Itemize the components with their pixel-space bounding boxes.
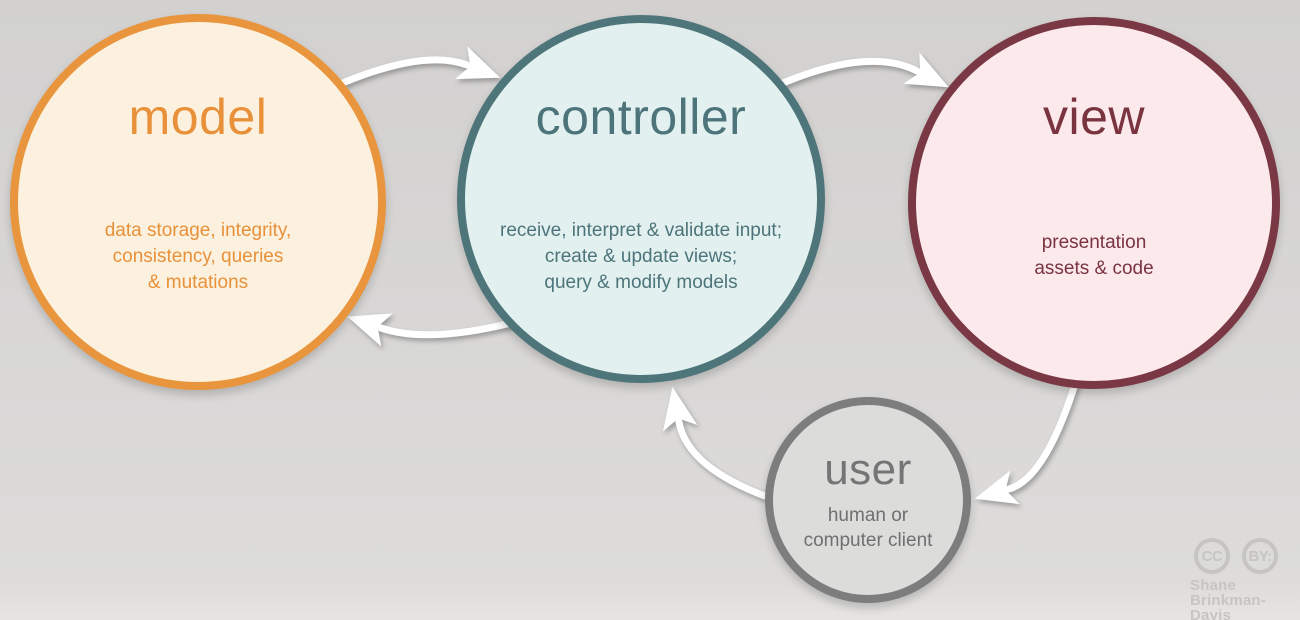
arrow-user-to-controller bbox=[662, 386, 780, 504]
node-view-title: view bbox=[1042, 89, 1146, 145]
author-name-line1: Shane bbox=[1190, 577, 1237, 594]
node-model-title: model bbox=[128, 89, 268, 145]
arrow-controller-to-view bbox=[772, 52, 949, 90]
node-view-description: presentation assets & code bbox=[1034, 232, 1154, 279]
node-view: view presentation assets & code bbox=[908, 17, 1280, 389]
cc-icon-label: CC bbox=[1201, 547, 1223, 565]
by-icon: BY: bbox=[1242, 538, 1278, 574]
author-name: Shane Brinkman-Davis bbox=[1190, 578, 1292, 620]
node-user-description: human or computer client bbox=[803, 505, 933, 551]
node-controller: controller receive, interpret & validate… bbox=[457, 15, 825, 383]
license-badges: CC BY: bbox=[1194, 538, 1292, 574]
node-user-title: user bbox=[824, 445, 912, 494]
by-icon-label: BY: bbox=[1248, 547, 1272, 565]
node-user: user human or computer client bbox=[765, 397, 971, 603]
arrow-view-to-user bbox=[974, 364, 1084, 505]
arrow-controller-to-model bbox=[347, 313, 519, 347]
node-controller-description: receive, interpret & validate input; cre… bbox=[500, 220, 782, 293]
node-model-description: data storage, integrity, consistency, qu… bbox=[104, 220, 292, 293]
node-controller-title: controller bbox=[535, 89, 747, 145]
cc-icon: CC bbox=[1194, 538, 1230, 574]
node-model: model data storage, integrity, consisten… bbox=[10, 14, 386, 390]
license-attribution: CC BY: Shane Brinkman-Davis bbox=[1188, 538, 1292, 620]
author-name-line2: Brinkman-Davis bbox=[1190, 592, 1266, 620]
